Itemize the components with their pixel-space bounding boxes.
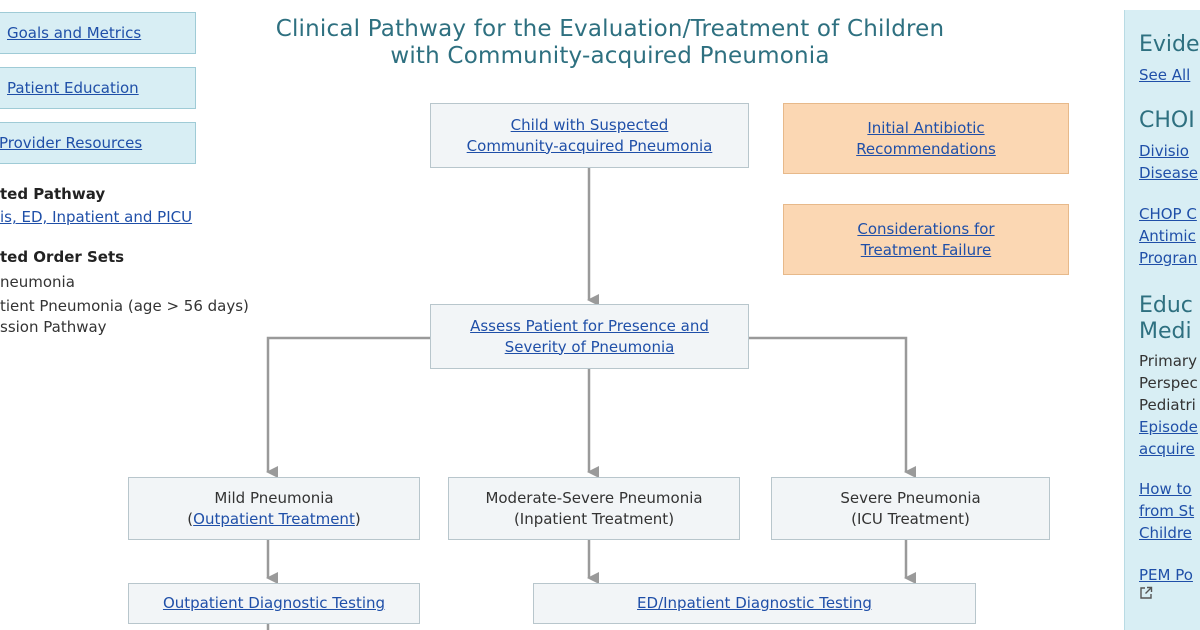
related-pathway-heading: ted Pathway	[0, 185, 106, 203]
box-child-line2[interactable]: Community-acquired Pneumonia	[466, 136, 713, 155]
box-failure-line2[interactable]: Treatment Failure	[860, 240, 992, 259]
see-all-link[interactable]: See All	[1139, 66, 1191, 84]
chop-heading: CHOI	[1139, 108, 1195, 133]
primary-text: Pediatri	[1139, 396, 1196, 414]
nav-provider-resources[interactable]: Provider Resources	[0, 122, 196, 164]
moderate-subtitle: (Inpatient Treatment)	[513, 509, 675, 528]
box-assess-patient[interactable]: Assess Patient for Presence and Severity…	[430, 304, 749, 369]
order-sets-heading: ted Order Sets	[0, 248, 125, 266]
episode-link[interactable]: Episode	[1139, 418, 1198, 436]
box-initial-antibiotic[interactable]: Initial Antibiotic Recommendations	[783, 103, 1069, 174]
box-child-suspected-cap[interactable]: Child with Suspected Community-acquired …	[430, 103, 749, 168]
chop-link[interactable]: CHOP C	[1139, 205, 1197, 223]
outpatient-testing-link[interactable]: Outpatient Diagnostic Testing	[162, 594, 386, 612]
primary-text: Perspec	[1139, 374, 1198, 392]
mild-subtitle: (Outpatient Treatment)	[187, 509, 360, 530]
education-heading: Medi	[1139, 319, 1192, 344]
howto-link[interactable]: How to	[1139, 480, 1192, 498]
box-ed-inpatient-testing[interactable]: ED/Inpatient Diagnostic Testing	[533, 583, 976, 624]
box-treatment-failure[interactable]: Considerations for Treatment Failure	[783, 204, 1069, 275]
order-set-item: ssion Pathway	[0, 318, 107, 336]
nav-goals-label[interactable]: Goals and Metrics	[7, 24, 142, 42]
box-moderate-severe: Moderate-Severe Pneumonia (Inpatient Tre…	[448, 477, 740, 540]
chop-link[interactable]: Antimic	[1139, 227, 1196, 245]
outpatient-treatment-link[interactable]: Outpatient Treatment	[193, 509, 355, 528]
box-child-line1[interactable]: Child with Suspected	[510, 115, 669, 134]
right-panel: Evide See All CHOI Divisio Disease CHOP …	[1124, 10, 1200, 630]
chop-link[interactable]: Progran	[1139, 249, 1198, 267]
related-pathway-link[interactable]: is, ED, Inpatient and PICU	[0, 208, 193, 226]
connector-assess-right	[749, 336, 916, 478]
box-assess-line1[interactable]: Assess Patient for Presence and	[470, 316, 709, 335]
pem-podcast-link[interactable]: PEM Po	[1139, 566, 1193, 584]
howto-link[interactable]: Childre	[1139, 524, 1192, 542]
mild-close-paren: )	[354, 509, 361, 528]
nav-patient-education[interactable]: Patient Education	[0, 67, 196, 109]
box-antibiotic-line1[interactable]: Initial Antibiotic	[867, 118, 985, 137]
nav-provider-resources-label[interactable]: Provider Resources	[0, 134, 143, 152]
severe-subtitle: (ICU Treatment)	[851, 509, 970, 528]
primary-text: Primary	[1139, 352, 1197, 370]
division-link[interactable]: Divisio	[1139, 142, 1189, 160]
box-mild-pneumonia: Mild Pneumonia (Outpatient Treatment)	[128, 477, 420, 540]
page-title: Clinical Pathway for the Evaluation/Trea…	[230, 16, 990, 70]
education-heading: Educ	[1139, 293, 1193, 318]
division-link[interactable]: Disease	[1139, 164, 1198, 182]
ed-testing-link[interactable]: ED/Inpatient Diagnostic Testing	[637, 594, 872, 612]
box-antibiotic-line2[interactable]: Recommendations	[856, 139, 996, 158]
order-set-item: tient Pneumonia (age > 56 days)	[0, 297, 249, 315]
external-link-icon	[1139, 586, 1153, 604]
severe-title: Severe Pneumonia	[840, 488, 981, 507]
page-title-line2: with Community-acquired Pneumonia	[390, 43, 830, 69]
moderate-title: Moderate-Severe Pneumonia	[485, 488, 703, 507]
order-set-item: neumonia	[0, 273, 75, 291]
episode-link[interactable]: acquire	[1139, 440, 1195, 458]
box-assess-line2[interactable]: Severity of Pneumonia	[504, 337, 675, 356]
mild-open-paren: (	[187, 509, 194, 528]
evidence-heading: Evide	[1139, 32, 1200, 57]
page-title-line1: Clinical Pathway for the Evaluation/Trea…	[275, 16, 945, 42]
nav-goals-and-metrics[interactable]: Goals and Metrics	[0, 12, 196, 54]
mild-title: Mild Pneumonia	[214, 488, 334, 507]
box-outpatient-testing[interactable]: Outpatient Diagnostic Testing	[128, 583, 420, 624]
box-failure-line1[interactable]: Considerations for	[857, 219, 995, 238]
box-severe-pneumonia: Severe Pneumonia (ICU Treatment)	[771, 477, 1050, 540]
connector-assess-left	[266, 336, 430, 478]
nav-patient-education-label[interactable]: Patient Education	[7, 79, 139, 97]
howto-link[interactable]: from St	[1139, 502, 1195, 520]
